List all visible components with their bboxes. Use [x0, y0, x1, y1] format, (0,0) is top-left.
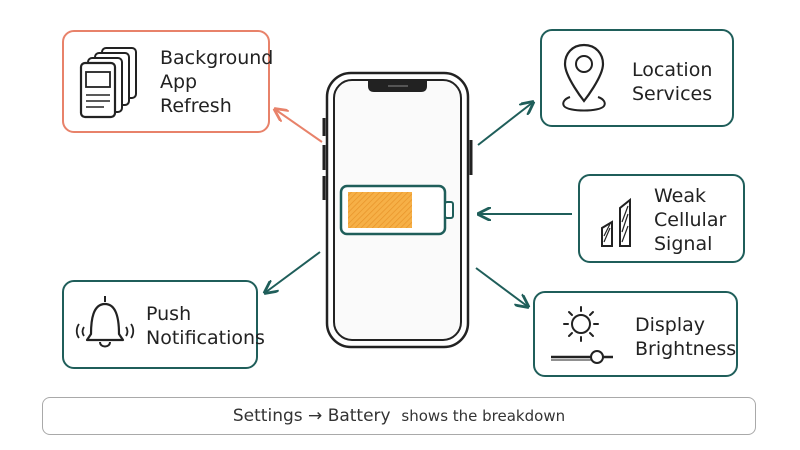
label-line: Notifications: [146, 327, 265, 349]
label-line: Brightness: [635, 338, 737, 360]
footer-caption: Settings → Battery shows the breakdown: [42, 397, 756, 435]
bell-icon: [75, 296, 135, 348]
footer-rest: shows the breakdown: [401, 407, 566, 425]
label-line: Background: [160, 47, 274, 69]
sun-slider-icon: [551, 306, 613, 364]
footer-battery: Battery: [327, 406, 391, 426]
stacked-documents-icon: [79, 47, 137, 119]
card-label: Background App Refresh: [160, 46, 273, 118]
battery-icon: [339, 184, 454, 236]
card-label: Push Notifications: [146, 302, 265, 350]
footer-settings: Settings: [232, 406, 303, 426]
battery-fill: [348, 192, 412, 228]
label-line: Signal: [654, 233, 713, 255]
signal-bars-icon: [601, 197, 631, 247]
label-line: App: [160, 71, 198, 93]
map-pin-icon: [562, 43, 606, 112]
label-line: Push: [146, 303, 192, 325]
card-push-notifications: Push Notifications: [62, 280, 265, 369]
arrow-to-push: [266, 251, 321, 292]
card-weak-cellular-signal: Weak Cellular Signal: [578, 174, 745, 263]
label-line: Location: [632, 59, 713, 81]
arrow-to-location: [477, 103, 532, 146]
card-label: Display Brightness: [635, 313, 736, 361]
label-line: Display: [635, 314, 706, 336]
card-location-services: Location Services: [540, 29, 734, 127]
card-display-brightness: Display Brightness: [533, 291, 738, 377]
card-label: Location Services: [632, 58, 712, 106]
label-line: Cellular: [654, 209, 727, 231]
arrow-right-icon: →: [308, 406, 323, 426]
label-line: Weak: [654, 185, 707, 207]
arrow-to-background-refresh: [276, 110, 323, 143]
label-line: Services: [632, 83, 713, 105]
arrow-to-display: [475, 267, 527, 306]
card-background-app-refresh: Background App Refresh: [62, 30, 273, 133]
card-label: Weak Cellular Signal: [654, 184, 726, 256]
label-line: Refresh: [160, 95, 232, 117]
